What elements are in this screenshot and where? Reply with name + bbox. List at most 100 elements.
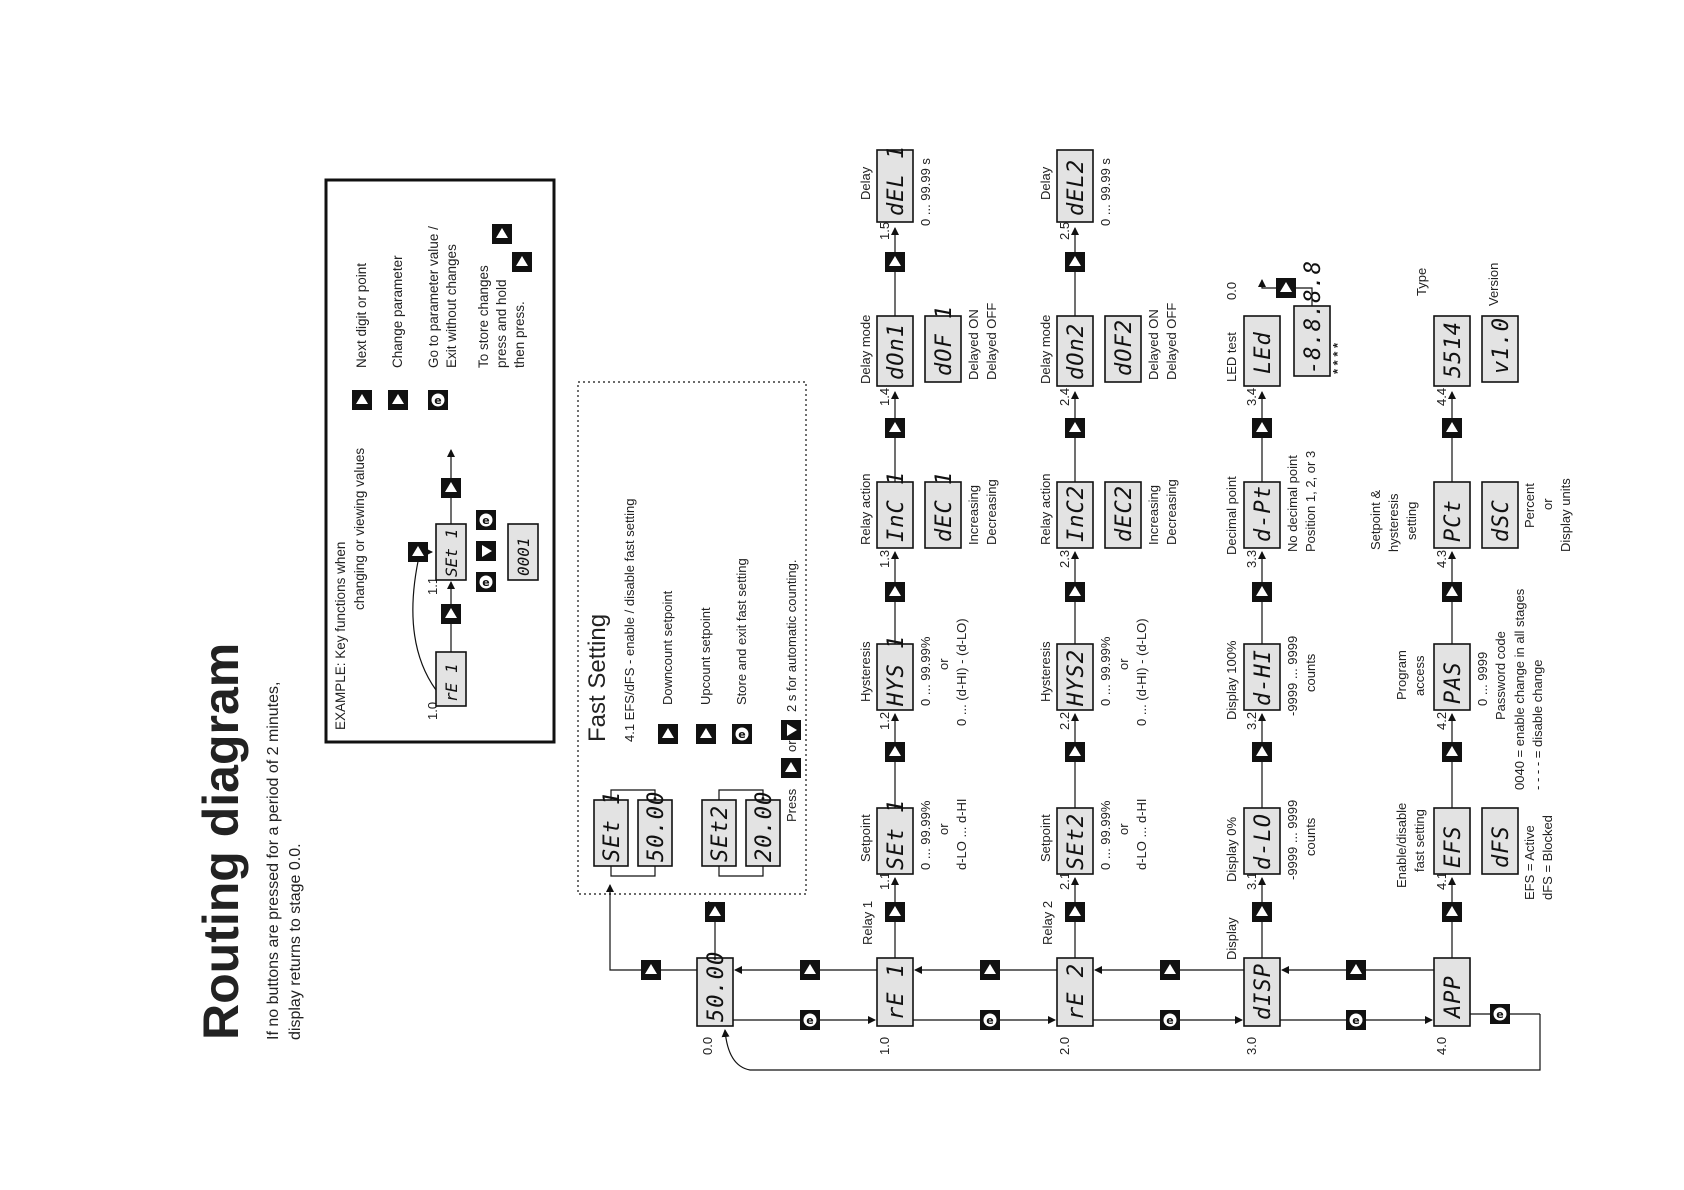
example-title-2: changing or viewing values — [352, 448, 367, 610]
display-1-0-text: rE 1 — [884, 963, 909, 1020]
legend-change-icon — [388, 390, 408, 410]
key-1-0-up — [800, 960, 820, 980]
key-2-0-e — [980, 1010, 1000, 1030]
key-3-3-up — [1252, 582, 1272, 602]
display-3-3-text: d-Pt — [1251, 485, 1276, 542]
key-2-0-up — [980, 960, 1000, 980]
fast-set1-display — [593, 799, 629, 867]
legend-store-icon-1 — [492, 224, 512, 244]
key-4-4-up — [1442, 418, 1462, 438]
range-2-1c: d-LO ... d-HI — [1134, 798, 1149, 870]
display-1-1-text: SEt 1 — [884, 799, 909, 870]
key-1-3-up — [885, 582, 905, 602]
stage-2-4: 2.4 — [1057, 388, 1072, 406]
display-2-3b — [1104, 481, 1142, 549]
fast-up-icon — [696, 724, 716, 744]
display-4-1-text: EFS — [1441, 825, 1466, 868]
label-3-2: Display 100% — [1224, 640, 1239, 720]
display-2-4b — [1104, 315, 1142, 383]
range-3-1b: counts — [1303, 817, 1318, 856]
stage-2-1: 2.1 — [1057, 872, 1072, 890]
key-4-1-up — [1442, 902, 1462, 922]
range-4-1b: dFS = Blocked — [1540, 815, 1555, 900]
range-4-4: Version — [1486, 263, 1501, 306]
display-2-5-text: dEL2 — [1064, 159, 1089, 216]
stage-4-2: 4.2 — [1434, 712, 1449, 730]
fast-line-2: Downcount setpoint — [660, 590, 675, 705]
fast-line-5b: or — [784, 740, 799, 752]
key-3-1-up — [1252, 902, 1272, 922]
range-2-3b: Decreasing — [1164, 479, 1179, 545]
range-2-3a: Increasing — [1146, 485, 1161, 545]
fast-set2-text: SEt2 — [708, 805, 733, 862]
label-3-4: LED test — [1224, 332, 1239, 382]
label-2-4: Delay mode — [1038, 315, 1053, 384]
label-4-1b: fast setting — [1412, 809, 1427, 872]
legend-store-icon-2 — [512, 252, 532, 272]
key-1-2-up — [885, 742, 905, 762]
label-1-4: Delay mode — [858, 315, 873, 384]
display-2-1-text: SEt2 — [1064, 813, 1089, 870]
key-1-1-up — [885, 902, 905, 922]
legend-next-icon — [352, 390, 372, 410]
range-2-2b: or — [1116, 658, 1131, 670]
return-stage: 0.0 — [1224, 282, 1239, 300]
example-display-c-text: 0001 — [514, 537, 533, 576]
key-4-3-up — [1442, 582, 1462, 602]
label-4-3c: setting — [1404, 502, 1419, 540]
range-3-2b: counts — [1303, 653, 1318, 692]
key-4-0-e — [1346, 1010, 1366, 1030]
label-3-3: Decimal point — [1224, 476, 1239, 555]
range-3-1a: -9999 ... 9999 — [1285, 800, 1300, 880]
label-4-3a: Setpoint & — [1368, 490, 1383, 550]
key-2-2-up — [1065, 742, 1085, 762]
display-2-5 — [1056, 149, 1094, 223]
range-4-3b: or — [1540, 498, 1555, 510]
key-4-0-exit — [1490, 1004, 1510, 1024]
example-title-1: EXAMPLE: Key functions when — [333, 542, 348, 730]
display-1-3b-text: dEC 1 — [932, 471, 957, 542]
fast-title: Fast Setting — [584, 614, 611, 742]
stage-3-0: 3.0 — [1244, 1037, 1259, 1055]
legend-goto-1: Go to parameter value / — [426, 226, 441, 368]
display-1-5 — [876, 149, 914, 223]
display-0-0-text: 50.00 — [704, 951, 729, 1022]
fast-line-3: Upcount setpoint — [698, 607, 713, 705]
example-up-key-3 — [441, 478, 461, 498]
display-4-0-text: APP — [1441, 975, 1466, 1020]
fast-press-right-icon — [781, 720, 801, 740]
display-2-3b-text: dEC2 — [1112, 485, 1137, 542]
legend-store-1: To store changes — [476, 265, 491, 368]
stage-1-2: 1.2 — [877, 712, 892, 730]
stage-2-0: 2.0 — [1057, 1037, 1072, 1055]
display-4-1b — [1481, 807, 1519, 875]
label-2-1: Setpoint — [1038, 814, 1053, 862]
range-3-2a: -9999 ... 9999 — [1285, 636, 1300, 716]
display-2-2 — [1056, 643, 1094, 711]
display-2-0-text: rE 2 — [1064, 963, 1089, 1020]
example-display-c — [507, 523, 539, 581]
display-1-4 — [876, 315, 914, 387]
stage-1-3: 1.3 — [877, 550, 892, 568]
stage-3-4: 3.4 — [1244, 388, 1259, 406]
range-1-1a: 0 ... 99.99% — [918, 800, 933, 870]
display-4-2-text: PAS — [1441, 661, 1466, 704]
stage-1-0: 1.0 — [877, 1037, 892, 1055]
display-4-1b-text: dFS — [1489, 825, 1514, 868]
label-1-2: Hysteresis — [858, 641, 873, 702]
example-up-key-2 — [408, 542, 428, 562]
fast-down-icon — [658, 724, 678, 744]
stage-2-3: 2.3 — [1057, 550, 1072, 568]
fast-set1-text: SEt 1 — [600, 791, 625, 862]
legend-goto-2: Exit without changes — [444, 244, 459, 368]
example-display-a-text: rE 1 — [442, 663, 461, 702]
range-1-3b: Decreasing — [984, 479, 999, 545]
subtitle-line-2: display returns to stage 0.0. — [287, 843, 304, 1040]
range-2-5: 0 ... 99.99 s — [1098, 158, 1113, 226]
range-1-2a: 0 ... 99.99% — [918, 636, 933, 706]
display-4-3b — [1481, 481, 1519, 549]
page-title: Routing diagram — [193, 643, 249, 1040]
range-4-2a: 0 ... 9999 — [1475, 652, 1490, 706]
range-1-5: 0 ... 99.99 s — [918, 158, 933, 226]
